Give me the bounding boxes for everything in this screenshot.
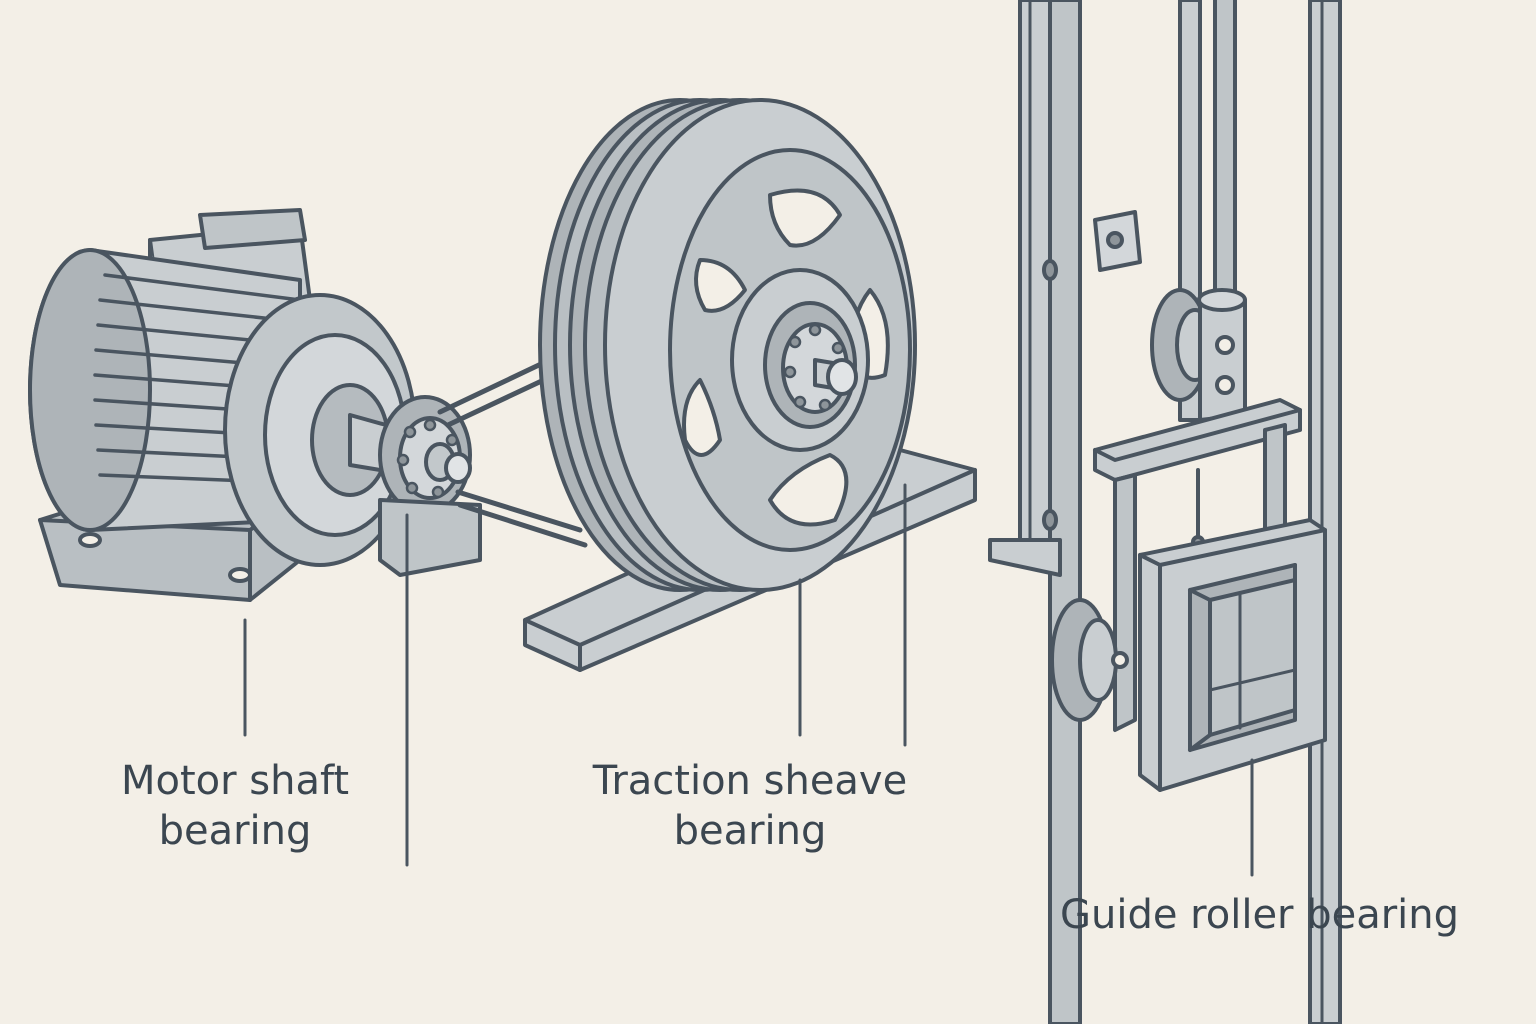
label-motor-line2: bearing (158, 808, 312, 854)
label-guide-line1: Guide roller bearing (1060, 892, 1460, 938)
electric-motor (28, 208, 482, 602)
guide-rails (988, 0, 1342, 1024)
traction-sheave (538, 98, 917, 592)
label-guide-roller-bearing: Guide roller bearing (1060, 890, 1470, 940)
label-sheave-line2: bearing (673, 808, 827, 854)
label-sheave-line1: Traction sheave (592, 758, 908, 804)
label-traction-sheave-bearing: Traction sheave bearing (580, 756, 920, 856)
label-motor-shaft-bearing: Motor shaft bearing (90, 756, 380, 856)
leader-lines (243, 483, 1254, 877)
label-motor-line1: Motor shaft (120, 758, 350, 804)
counterweight-frame (1138, 518, 1327, 792)
guide-roller-assembly (1050, 288, 1302, 732)
